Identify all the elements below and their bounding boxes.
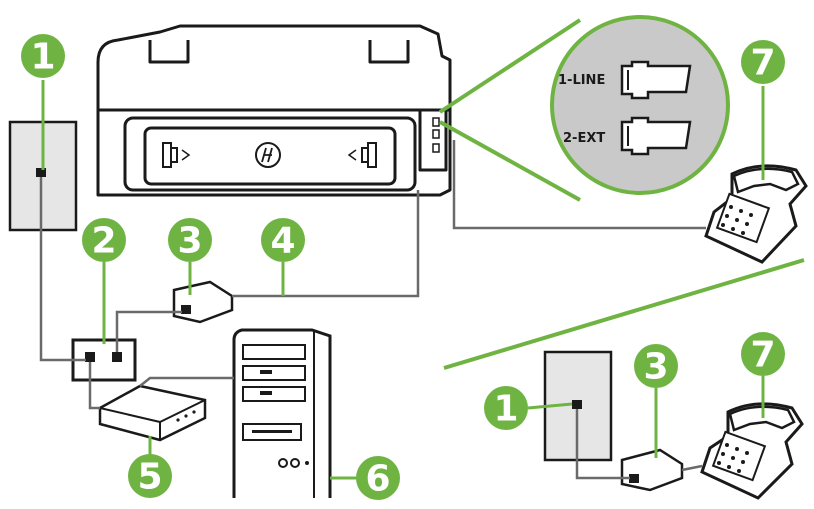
callout-7-bottom-label: 7 [750, 335, 775, 376]
cord-modem-to-computer [139, 376, 234, 387]
divider-line [443, 258, 805, 370]
cord-printer-to-phone [452, 140, 706, 230]
callout-1-top-label: 1 [30, 37, 55, 78]
cord-jack-to-splitter [39, 177, 86, 362]
callout-3-top: 3 [168, 218, 212, 262]
dsl-filter-bottom [620, 448, 684, 492]
callout-3-bottom: 3 [634, 344, 678, 388]
telephone-top-icon [704, 164, 808, 264]
callout-5-label: 5 [137, 457, 162, 498]
callout-4: 4 [261, 218, 305, 262]
callout-3-bottom-label: 3 [643, 347, 668, 388]
callout-7-top-label: 7 [750, 43, 775, 84]
callout-6-label: 6 [365, 459, 390, 500]
line-port-icon [620, 60, 692, 100]
callout-6: 6 [356, 456, 400, 500]
ext-port-icon [620, 116, 692, 156]
cord-splitter-to-filter [115, 310, 182, 352]
callout-5: 5 [128, 454, 172, 498]
callout-2-label: 2 [91, 221, 116, 262]
port-label-ext: 2-EXT [563, 131, 605, 146]
callout-1-bottom-label: 1 [493, 389, 518, 430]
telephone-bottom-icon [700, 402, 804, 500]
left-latch-icon [162, 142, 191, 168]
callout-3-top-label: 3 [177, 221, 202, 262]
callout-4-label: 4 [270, 221, 295, 262]
computer-tower [232, 328, 332, 498]
dsl-filter-top [172, 280, 234, 324]
port-zoom: 1-LINE 2-EXT [438, 15, 730, 202]
cord-bottom-jack-to-filter [575, 409, 630, 480]
cord-bottom-filter-to-phone [681, 464, 703, 472]
printer-rear [96, 24, 452, 197]
modem [98, 384, 207, 442]
cord-filter-to-printer [232, 190, 420, 298]
cords [39, 140, 706, 480]
callout-7-top: 7 [741, 40, 785, 84]
hp-logo-icon [255, 142, 281, 168]
port-label-line: 1-LINE [558, 73, 605, 88]
cord-splitter-to-modem [88, 362, 100, 410]
callout-1-top: 1 [21, 34, 65, 78]
callout-1-bottom: 1 [484, 386, 528, 430]
callout-2: 2 [82, 218, 126, 262]
callout-7-bottom: 7 [741, 332, 785, 376]
right-latch-icon [347, 142, 377, 168]
